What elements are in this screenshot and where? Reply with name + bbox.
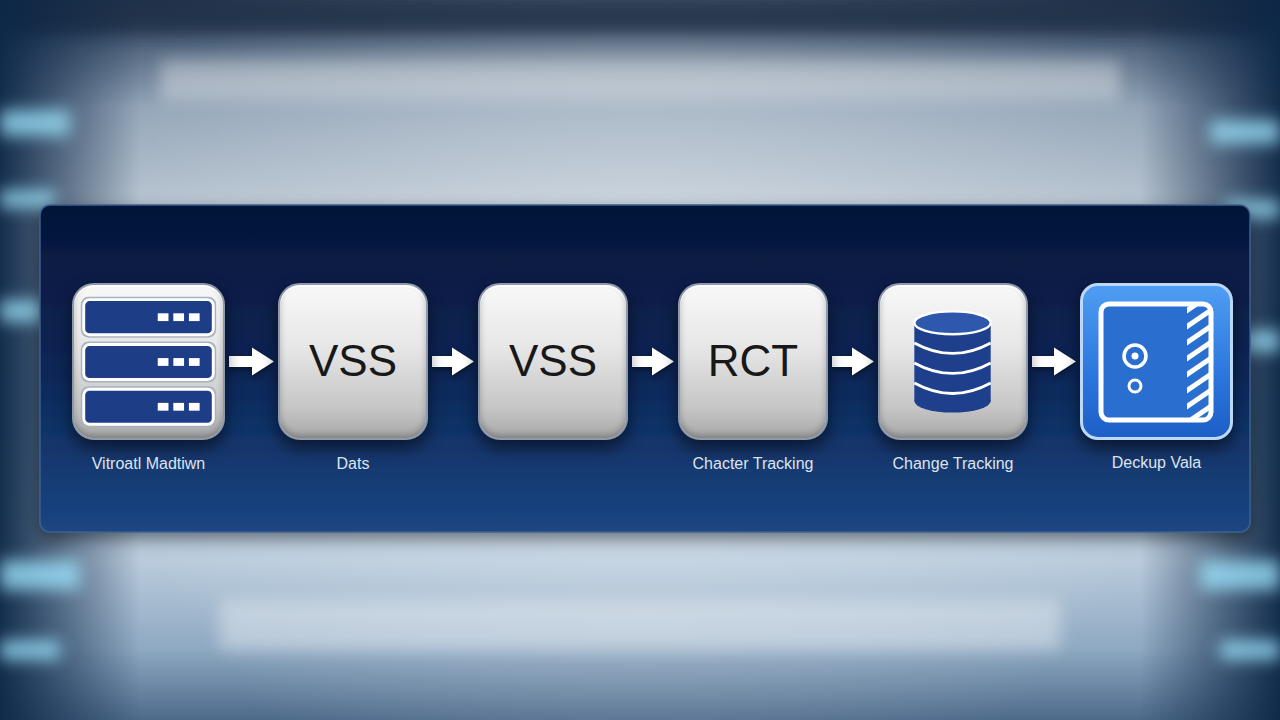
process-tile: VSS xyxy=(478,283,628,440)
flow-arrow xyxy=(832,356,853,367)
server-unit xyxy=(84,389,214,424)
server-unit-rim xyxy=(81,386,216,427)
database-cylinder xyxy=(914,311,990,412)
tile-label: RCT xyxy=(708,337,798,385)
server-rack xyxy=(81,297,216,427)
process-tile: RCTChacter Tracking xyxy=(678,283,828,440)
ceiling-shade xyxy=(0,0,1280,34)
server-led xyxy=(158,403,169,411)
server-led xyxy=(189,313,200,321)
rack-light xyxy=(0,640,60,660)
tile-caption: Vitroatl Madtiwn xyxy=(92,454,206,473)
server-tile: Vitroatl Madtiwn xyxy=(72,283,225,440)
tile-caption: Change Tracking xyxy=(893,454,1014,473)
rack-light xyxy=(0,300,45,322)
database-icon xyxy=(880,285,1026,438)
server-led xyxy=(189,358,200,366)
rack-light xyxy=(1220,640,1280,660)
server-unit xyxy=(84,344,214,379)
tile-label: VSS xyxy=(509,337,597,385)
flow-arrow xyxy=(632,356,653,367)
server-icon xyxy=(74,285,223,438)
stripe xyxy=(1187,402,1209,418)
database-top xyxy=(914,311,990,334)
tile-caption: Deckup Vala xyxy=(1112,453,1202,472)
flow-arrow xyxy=(432,356,453,367)
rack-light xyxy=(0,110,70,136)
tile-caption: Dats xyxy=(337,454,370,473)
server-led xyxy=(189,403,200,411)
rack-lights xyxy=(0,110,1280,660)
server-led xyxy=(173,358,184,366)
vault-lock xyxy=(1129,380,1141,392)
vault-dial xyxy=(1124,345,1146,367)
floor-reflection xyxy=(220,600,1060,650)
rack-light xyxy=(0,560,80,590)
flow-arrow xyxy=(229,356,253,367)
database-band xyxy=(914,363,990,373)
vault-icon xyxy=(1083,286,1230,437)
server-unit-rim xyxy=(81,297,216,338)
server-led xyxy=(173,403,184,411)
database-band xyxy=(914,343,990,353)
rack-light xyxy=(1210,120,1280,144)
database-band xyxy=(914,383,990,393)
flow-arrow xyxy=(1032,356,1055,367)
diagram-panel xyxy=(40,205,1250,532)
process-tile: VSSDats xyxy=(278,283,428,440)
server-led xyxy=(158,313,169,321)
server-led xyxy=(173,313,184,321)
server-leds xyxy=(158,313,200,410)
server-led xyxy=(158,358,169,366)
tile-caption: Chacter Tracking xyxy=(693,454,814,473)
vault-hinge-stripes xyxy=(1187,306,1209,418)
ceiling-light xyxy=(160,60,1120,100)
server-unit-rim xyxy=(81,342,216,383)
vault-tile: Deckup Vala xyxy=(1080,283,1233,440)
server-unit xyxy=(84,300,214,335)
vault-dial-center xyxy=(1132,353,1139,360)
rack-light xyxy=(1200,560,1280,590)
tile-label: VSS xyxy=(309,337,397,385)
database-tile: Change Tracking xyxy=(878,283,1028,440)
